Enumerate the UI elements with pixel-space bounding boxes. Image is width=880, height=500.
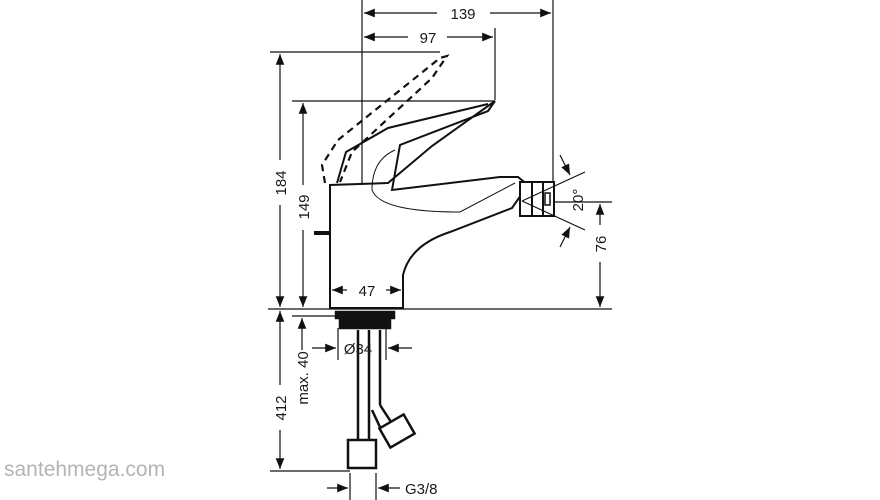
label-g38: G3/8: [405, 481, 438, 498]
dimension-angle: [521, 154, 586, 248]
dimension-184: [270, 51, 440, 307]
mounting-base: [334, 310, 417, 470]
label-184: 184: [273, 170, 290, 195]
dimension-76: [555, 201, 612, 307]
dimension-412: [270, 311, 350, 472]
watermark: santehmega.com: [4, 458, 166, 481]
dimension-g38: [327, 473, 400, 500]
dimension-diameter-34: [312, 328, 412, 360]
label-47: 47: [359, 283, 376, 300]
label-diameter-34: Ø34: [344, 341, 372, 358]
label-149: 149: [296, 194, 313, 219]
dimension-149: [292, 100, 495, 307]
label-20deg: 20°: [570, 189, 587, 212]
faucet-body: [329, 100, 530, 309]
label-76: 76: [593, 236, 610, 253]
label-max-40: max. 40: [295, 351, 312, 404]
handle-open-position: [320, 54, 450, 184]
dimension-97: [364, 28, 496, 100]
label-412: 412: [273, 395, 290, 420]
dimension-max-40: [292, 315, 338, 350]
dimension-139: [361, 0, 554, 185]
label-97: 97: [420, 30, 437, 47]
label-139: 139: [450, 6, 475, 23]
